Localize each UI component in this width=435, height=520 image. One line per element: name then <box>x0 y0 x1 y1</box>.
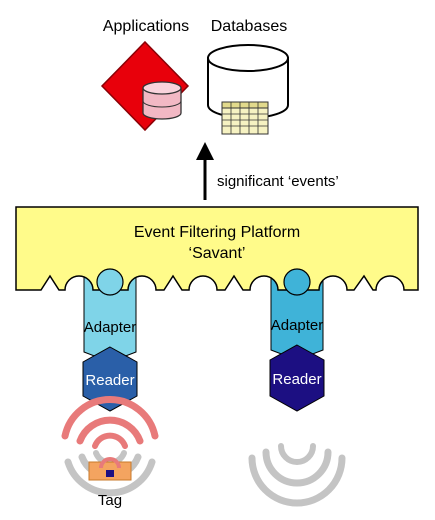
right-reader-waves <box>248 443 346 507</box>
databases-label: Databases <box>211 18 288 35</box>
right-reader-label: Reader <box>272 371 321 388</box>
platform-title: Event Filtering Platform <box>134 224 300 241</box>
left-reader-label: Reader <box>85 372 134 389</box>
right-adapter-label: Adapter <box>271 317 324 334</box>
rfid-tag-icon <box>88 457 132 481</box>
applications-icon <box>100 40 190 132</box>
applications-label: Applications <box>103 18 189 35</box>
left-reader-waves <box>61 396 159 497</box>
event-filtering-platform <box>15 206 419 291</box>
left-adapter-label: Adapter <box>84 319 137 336</box>
table-grid-icon <box>221 101 269 135</box>
right-adapter-socket <box>283 268 311 296</box>
significant-events-label: significant ‘events’ <box>217 173 339 190</box>
right-reader <box>269 344 325 412</box>
databases-icon <box>207 44 289 135</box>
application-database-icon <box>142 81 182 120</box>
tag-label: Tag <box>98 492 122 509</box>
left-reader <box>82 346 138 412</box>
platform-subtitle: ‘Savant’ <box>189 245 246 262</box>
events-arrow <box>196 142 214 200</box>
left-adapter-socket <box>96 268 124 296</box>
